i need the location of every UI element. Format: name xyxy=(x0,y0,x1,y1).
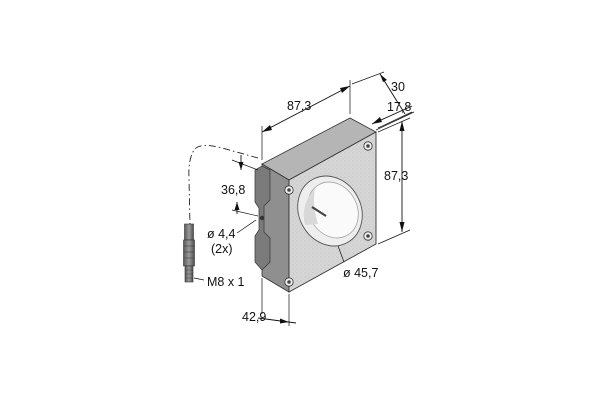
sensor-frame xyxy=(254,117,377,293)
label-width: 87,3 xyxy=(287,99,311,113)
label-connector: M8 x 1 xyxy=(207,275,245,289)
label-hole-offset: 36,8 xyxy=(221,183,245,197)
emitter-pin xyxy=(311,206,327,217)
dim-height-right xyxy=(377,117,411,245)
label-aperture-diameter: ø 45,7 xyxy=(343,266,378,280)
corner-screw-bottom-left xyxy=(284,277,294,287)
corner-screw-top-right xyxy=(363,141,373,151)
dim-depth-front xyxy=(371,105,415,131)
connector-leader xyxy=(193,277,205,281)
label-depth-total: 30 xyxy=(391,80,405,94)
label-bottom-offset: 42,9 xyxy=(242,310,266,324)
m8-connector xyxy=(183,223,195,283)
dim-hole-offset xyxy=(231,155,259,217)
bracket-hole xyxy=(259,215,265,221)
dim-bottom-offset xyxy=(257,278,297,326)
dim-width-top xyxy=(261,80,351,160)
dim-depth-total xyxy=(351,71,413,129)
label-depth-front: 17,8 xyxy=(387,100,411,114)
corner-screw-top-left xyxy=(284,185,294,195)
hole-diameter-leader xyxy=(236,219,257,234)
aperture-leader xyxy=(337,245,345,263)
cable-line xyxy=(188,145,259,227)
corner-screw-bottom-right xyxy=(363,231,373,241)
label-hole-count: (2x) xyxy=(211,242,233,256)
label-height: 87,3 xyxy=(384,169,408,183)
label-hole-diameter: ø 4,4 xyxy=(207,227,236,241)
aperture-bore-shade xyxy=(303,188,318,225)
